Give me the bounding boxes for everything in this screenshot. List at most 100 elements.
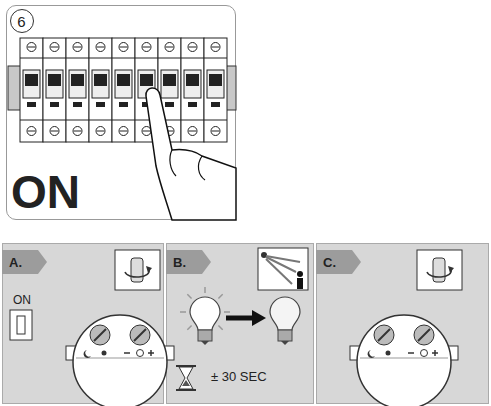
terminal-screw (165, 43, 174, 52)
screwdriver-icon (131, 258, 143, 282)
terminal-screw (73, 127, 82, 136)
screw-slot (120, 131, 127, 132)
timer-symbol (137, 350, 144, 357)
dome-seam (360, 358, 448, 359)
terminal-screw (119, 127, 128, 136)
breaker-edge (89, 58, 112, 59)
toggle-recess (207, 70, 224, 98)
breaker-edge (112, 58, 135, 59)
plus-symbol (434, 350, 436, 356)
step-letter: C. (323, 256, 336, 269)
screw-slot (143, 47, 150, 48)
breaker-edge (66, 120, 89, 121)
breaker-edge (20, 58, 43, 59)
breaker-edge (20, 120, 43, 121)
breaker-label (142, 102, 151, 107)
light-ray (187, 294, 191, 298)
screw-slot (97, 47, 104, 48)
screw-slot (51, 47, 58, 48)
knob-slot (418, 329, 430, 341)
terminal-screw (73, 43, 82, 52)
knob-slot (94, 329, 106, 341)
adjust-knob (414, 325, 434, 345)
state-label: ON (11, 169, 80, 215)
bulbs (180, 287, 300, 345)
bulb-base (198, 330, 212, 341)
screw-slot (166, 131, 173, 132)
step-tab (2, 250, 47, 274)
arrow-head (252, 310, 266, 326)
terminal-screw (27, 127, 36, 136)
sensor-domes (66, 315, 458, 406)
adjust-icons (115, 250, 462, 290)
knob-slot (378, 329, 390, 341)
hourglass (176, 366, 196, 390)
breaker-edge (43, 58, 66, 59)
light-ray (187, 325, 191, 329)
sensor-dome (73, 315, 167, 406)
screw-slot (51, 131, 58, 132)
breaker-body (158, 38, 181, 142)
pointing-hand (146, 88, 236, 220)
minus-symbol (408, 352, 414, 354)
minus-symbol (124, 352, 130, 354)
breaker-body (20, 38, 43, 142)
breaker-edge (181, 58, 204, 59)
breaker-edge (204, 120, 227, 121)
terminal-screw (50, 127, 59, 136)
light-ray (218, 294, 222, 298)
hourglass-bottom (176, 389, 196, 391)
screw-slot (120, 47, 127, 48)
toggle-handle (186, 74, 199, 86)
light-ray (218, 325, 222, 329)
sun-symbol (102, 351, 107, 356)
breaker-body (66, 38, 89, 142)
screw-slot (189, 47, 196, 48)
breaker-body (135, 38, 158, 142)
breaker-row (20, 38, 227, 142)
person-head (297, 271, 303, 277)
screw-slot (212, 47, 219, 48)
breaker-label (188, 102, 197, 107)
adjust-knob (374, 325, 394, 345)
dome-ear (350, 346, 360, 360)
step-panel: ON 6 (6, 5, 236, 220)
wall-switch (10, 310, 32, 340)
plus-symbol (148, 352, 154, 354)
dome-ear (448, 346, 458, 360)
screw-slot (143, 131, 150, 132)
toggle-handle (71, 74, 84, 86)
person-body (297, 278, 303, 289)
din-rail (8, 66, 236, 110)
dome-seam (76, 358, 164, 359)
screw-slot (74, 47, 81, 48)
state-label: ON (13, 294, 31, 306)
step-letter: B. (173, 256, 186, 269)
breaker-edge (135, 120, 158, 121)
bulb-tip (281, 341, 289, 345)
breaker-edge (66, 58, 89, 59)
terminal-screw (165, 127, 174, 136)
moon-symbol (84, 350, 91, 358)
hourglass-top (176, 365, 196, 367)
breaker-edge (204, 58, 227, 59)
timer-symbol (421, 350, 428, 357)
terminal-screw (50, 43, 59, 52)
terminal-screw (188, 127, 197, 136)
bulb-glass (190, 297, 220, 330)
moon-symbol (368, 350, 375, 358)
adjust-knob (90, 325, 110, 345)
callout-number: 6 (11, 14, 32, 29)
toggle-recess (138, 70, 155, 98)
toggle-handle (163, 74, 176, 86)
sensor-dome (357, 315, 451, 406)
toggle-handle (94, 74, 107, 86)
detection-ray (266, 259, 292, 284)
breaker-body (43, 38, 66, 142)
toggle-handle (117, 74, 130, 86)
terminal-screw (96, 43, 105, 52)
toggle-recess (184, 70, 201, 98)
screw-slot (166, 47, 173, 48)
breaker-edge (158, 120, 181, 121)
